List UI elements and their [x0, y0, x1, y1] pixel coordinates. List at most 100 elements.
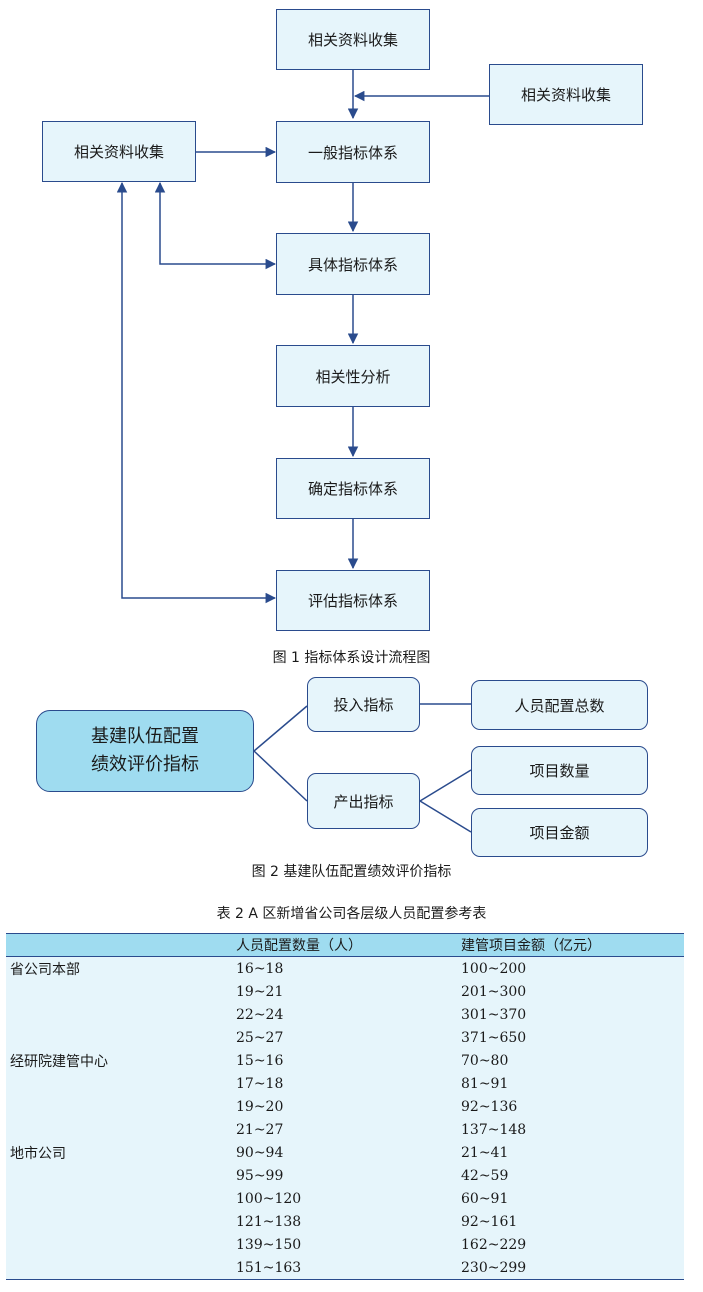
tree-line-root-input — [253, 705, 308, 752]
flow-box-label: 确定指标体系 — [307, 480, 398, 498]
tree-node-label: 投入指标 — [333, 696, 394, 714]
table-row: 经研院建管中心 15~16 70~80 — [6, 1049, 684, 1072]
tree-leaf-label: 项目数量 — [529, 762, 590, 780]
table-cell: 100~120 — [236, 1190, 302, 1207]
table-row: 25~27 371~650 — [6, 1026, 684, 1049]
flow-box-label: 相关性分析 — [315, 367, 391, 386]
table-cell: 经研院建管中心 — [10, 1053, 108, 1070]
table-cell: 81~91 — [461, 1075, 509, 1092]
staffing-reference-table: 人员配置数量（人） 建管项目金额（亿元） 省公司本部 16~18 100~200 19… — [6, 933, 684, 1280]
flow-box-general-index: 一般指标体系 — [276, 121, 430, 183]
tree-leaf-staff-total: 人员配置总数 — [471, 680, 648, 730]
table-cell — [6, 1233, 232, 1256]
flow-box-evaluate: 评估指标体系 — [276, 570, 430, 631]
table-cell: 70~80 — [461, 1052, 509, 1069]
table-cell — [6, 1256, 232, 1280]
tree-root: 基建队伍配置 绩效评价指标 — [36, 710, 254, 792]
table-row: 地市公司 90~94 21~41 — [6, 1141, 684, 1164]
table-cell: 地市公司 — [10, 1145, 66, 1162]
flow-box-collect-left: 相关资料收集 — [42, 121, 196, 182]
table-cell: 16~18 — [236, 960, 284, 977]
table-cell — [6, 1072, 232, 1095]
table-cell — [6, 1118, 232, 1141]
table-cell: 42~59 — [461, 1167, 509, 1184]
figure1-caption: 图 1 指标体系设计流程图 — [272, 650, 431, 666]
table-cell — [6, 1095, 232, 1118]
figure2-caption: 图 2 基建队伍配置绩效评价指标 — [251, 864, 452, 880]
table-row: 21~27 137~148 — [6, 1118, 684, 1141]
table-row: 19~20 92~136 — [6, 1095, 684, 1118]
table-row: 100~120 60~91 — [6, 1187, 684, 1210]
table-cell: 100~200 — [461, 960, 527, 977]
tree-node-label: 产出指标 — [333, 792, 394, 811]
flow-box-label: 一般指标体系 — [307, 143, 398, 162]
table-cell: 137~148 — [461, 1121, 527, 1138]
table-cell: 19~20 — [236, 1098, 284, 1115]
flow-box-label: 相关资料收集 — [520, 86, 611, 104]
table-cell: 162~229 — [461, 1236, 527, 1253]
tree-leaf-label: 项目金额 — [529, 824, 590, 842]
table-cell: 121~138 — [236, 1213, 302, 1230]
table-row: 22~24 301~370 — [6, 1003, 684, 1026]
table-cell — [6, 1026, 232, 1049]
tree-root-line2: 绩效评价指标 — [91, 754, 199, 775]
table-cell: 139~150 — [236, 1236, 302, 1253]
table-cell: 151~163 — [232, 1256, 457, 1280]
table-cell: 92~161 — [461, 1213, 518, 1230]
table-cell: 25~27 — [236, 1029, 284, 1046]
table-row: 95~99 42~59 — [6, 1164, 684, 1187]
arrow-left-evaluate-loop — [116, 181, 277, 604]
table-header-cell — [6, 933, 232, 957]
flow-box-label: 相关资料收集 — [73, 143, 164, 161]
table-caption: 表 2 A 区新增省公司各层级人员配置参考表 — [216, 906, 487, 922]
tree-root-line1: 基建队伍配置 — [91, 726, 199, 747]
table-header-cell: 人员配置数量（人） — [232, 933, 457, 957]
table-cell: 92~136 — [461, 1098, 518, 1115]
table-row: 省公司本部 16~18 100~200 — [6, 957, 684, 981]
table-cell: 301~370 — [461, 1006, 527, 1023]
table-cell: 90~94 — [236, 1144, 284, 1161]
tree-leaf-label: 人员配置总数 — [514, 696, 605, 715]
table-cell: 省公司本部 — [10, 961, 80, 978]
table-cell: 371~650 — [461, 1029, 527, 1046]
flow-box-label: 相关资料收集 — [307, 31, 398, 49]
table-cell: 17~18 — [236, 1075, 284, 1092]
flow-box-label: 评估指标体系 — [307, 592, 398, 610]
table-cell: 95~99 — [236, 1167, 284, 1184]
table-cell: 60~91 — [461, 1190, 509, 1207]
tree-node-output: 产出指标 — [307, 773, 420, 829]
flow-box-label: 具体指标体系 — [307, 255, 398, 274]
table-row: 139~150 162~229 — [6, 1233, 684, 1256]
table-row: 17~18 81~91 — [6, 1072, 684, 1095]
table-header-cell: 建管项目金额（亿元） — [457, 933, 684, 957]
flow-box-collect-top: 相关资料收集 — [276, 9, 430, 70]
tree-line-root-output — [253, 750, 308, 802]
table-cell: 22~24 — [236, 1006, 284, 1023]
table-cell: 21~41 — [461, 1144, 509, 1161]
table-cell: 15~16 — [236, 1052, 284, 1069]
tree-line-output-count — [419, 769, 472, 802]
table-cell — [6, 1164, 232, 1187]
table-cell — [6, 980, 232, 1003]
flow-box-collect-right: 相关资料收集 — [489, 64, 643, 125]
flow-box-correlation: 相关性分析 — [276, 345, 430, 407]
table-row: 121~138 92~161 — [6, 1210, 684, 1233]
table-cell: 19~21 — [236, 983, 284, 1000]
tree-leaf-project-count: 项目数量 — [471, 746, 648, 795]
flow-box-determine: 确定指标体系 — [276, 458, 430, 519]
tree-leaf-project-amount: 项目金额 — [471, 808, 648, 857]
arrow-left-specific-loop — [154, 181, 277, 270]
table-header-row: 人员配置数量（人） 建管项目金额（亿元） — [6, 933, 684, 957]
tree-line-output-amount — [419, 800, 472, 833]
table-row: 19~21 201~300 — [6, 980, 684, 1003]
table-cell: 230~299 — [457, 1256, 684, 1280]
table-cell — [6, 1187, 232, 1210]
flow-box-specific-index: 具体指标体系 — [276, 233, 430, 295]
table-cell: 21~27 — [236, 1121, 284, 1138]
table-cell — [6, 1210, 232, 1233]
tree-node-input: 投入指标 — [307, 677, 420, 732]
table-cell — [6, 1003, 232, 1026]
table-cell: 201~300 — [461, 983, 527, 1000]
